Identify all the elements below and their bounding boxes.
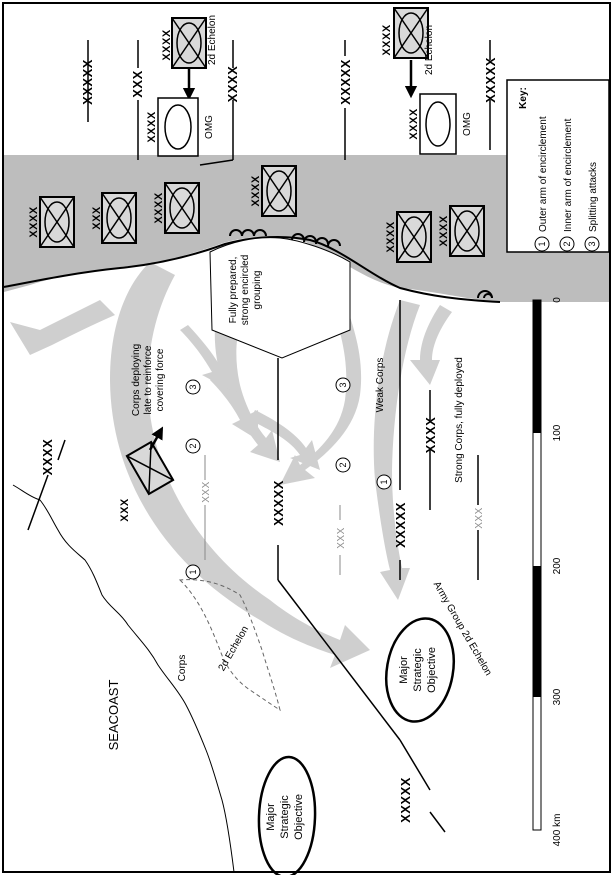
key-item-3-text: Splitting attacks bbox=[588, 162, 599, 232]
annotation-fully-prepared-3: grouping bbox=[252, 271, 263, 310]
key-item-2-text: Inner arm of encirclement bbox=[563, 118, 574, 232]
key-item-2-num: 2 bbox=[562, 241, 572, 246]
label-army-top-2: XXXX bbox=[381, 24, 393, 56]
label-army-group-5: XXXXX bbox=[393, 502, 408, 548]
label-army-group-3: XXXXX bbox=[483, 57, 498, 103]
label-army-8: XXXX bbox=[40, 439, 55, 476]
marker-num-1b: 1 bbox=[379, 479, 389, 484]
label-corps-1: XXX bbox=[130, 70, 145, 98]
objective-right-line-3: Objective bbox=[426, 647, 438, 693]
label-omg-1: OMG bbox=[204, 115, 215, 139]
dashed-corps-area bbox=[178, 579, 281, 712]
label-army-omg-1: XXXX bbox=[146, 111, 158, 143]
label-army-omg-2: XXXX bbox=[408, 108, 420, 140]
corps-boundary-lines bbox=[204, 455, 341, 575]
marker-num-3b: 3 bbox=[338, 382, 348, 387]
annotation-fully-prepared-2: strong encircled bbox=[240, 255, 251, 326]
label-2d-echelon-2: 2d Echelon bbox=[424, 25, 435, 75]
key-heading: Key: bbox=[518, 87, 529, 109]
label-army-group-6: XXXXX bbox=[398, 777, 413, 823]
scale-bar bbox=[532, 299, 542, 831]
scale-tick-100: 100 bbox=[552, 424, 563, 441]
label-2d-echelon-1: 2d Echelon bbox=[207, 15, 218, 65]
seacoast-line bbox=[12, 484, 235, 873]
objective-large-ellipse bbox=[257, 755, 317, 875]
objective-right-line-1: Major bbox=[398, 656, 410, 684]
label-army-top-1: XXXX bbox=[161, 29, 173, 61]
annotation-corps-deploying-2: late to reinforce bbox=[143, 345, 154, 414]
label-corps-gray-2: XXX bbox=[336, 527, 347, 549]
annotation-fully-prepared-1: Fully prepared, bbox=[228, 257, 239, 324]
scale-tick-300: 300 bbox=[552, 688, 563, 705]
unit-symbols bbox=[39, 7, 485, 496]
annotation-strong-corps: Strong Corps, fully deployed bbox=[454, 357, 465, 483]
label-army-4: XXXX bbox=[250, 175, 262, 207]
label-army-7: XXXX bbox=[423, 417, 438, 454]
marker-num-2b: 2 bbox=[338, 462, 348, 467]
corps-move-arrow bbox=[148, 426, 164, 451]
label-corps-gray-1: XXX bbox=[201, 481, 212, 503]
objective-large-line-1: Major bbox=[265, 803, 277, 831]
label-army-group-4: XXXXX bbox=[271, 480, 286, 526]
objective-right-ellipse bbox=[385, 617, 455, 723]
key-item-1-text: Outer arm of encirclement bbox=[538, 116, 549, 232]
annotation-corps-dashed: Corps bbox=[177, 655, 188, 682]
objective-large-line-2: Strategic bbox=[279, 795, 291, 839]
scale-tick-0: 0 bbox=[552, 297, 563, 303]
numbered-markers bbox=[185, 377, 392, 580]
objective-large-line-3: Objective bbox=[293, 794, 305, 840]
annotation-corps-deploying-3: covering force bbox=[155, 348, 166, 411]
marker-num-2a: 2 bbox=[188, 443, 198, 448]
key-item-1-num: 1 bbox=[537, 241, 547, 246]
marker-num-3a: 3 bbox=[188, 384, 198, 389]
defensive-arcs bbox=[229, 229, 493, 299]
scale-tick-400: 400 km bbox=[552, 814, 563, 847]
annotation-weak-corps: Weak Corps bbox=[375, 358, 386, 413]
legend-key bbox=[506, 79, 610, 253]
key-item-3-num: 3 bbox=[587, 241, 597, 246]
label-army-1: XXXX bbox=[225, 66, 240, 103]
boundary-lines bbox=[27, 40, 491, 833]
label-army-group-2: XXXXX bbox=[338, 59, 353, 105]
label-corps-moving: XXX bbox=[119, 498, 131, 522]
label-corps-2: XXX bbox=[91, 206, 103, 230]
label-omg-2: OMG bbox=[462, 112, 473, 136]
annotation-corps-deploying-1: Corps deploying bbox=[131, 344, 142, 416]
label-corps-gray-3: XXX bbox=[474, 507, 485, 529]
label-army-5: XXXX bbox=[385, 221, 397, 253]
omg-unit-1 bbox=[157, 97, 199, 157]
scale-tick-200: 200 bbox=[552, 557, 563, 574]
shaded-front-zone bbox=[4, 155, 609, 302]
place-seacoast: SEACOAST bbox=[106, 680, 121, 751]
objective-right-line-2: Strategic bbox=[412, 648, 424, 692]
label-army-3: XXXX bbox=[153, 192, 165, 224]
label-army-2: XXXX bbox=[28, 206, 40, 238]
encircled-pocket bbox=[209, 237, 351, 359]
marker-num-1a: 1 bbox=[188, 569, 198, 574]
label-army-group-1: XXXXX bbox=[80, 59, 95, 105]
label-army-6: XXXX bbox=[438, 215, 450, 247]
omg-unit-2 bbox=[419, 93, 457, 155]
